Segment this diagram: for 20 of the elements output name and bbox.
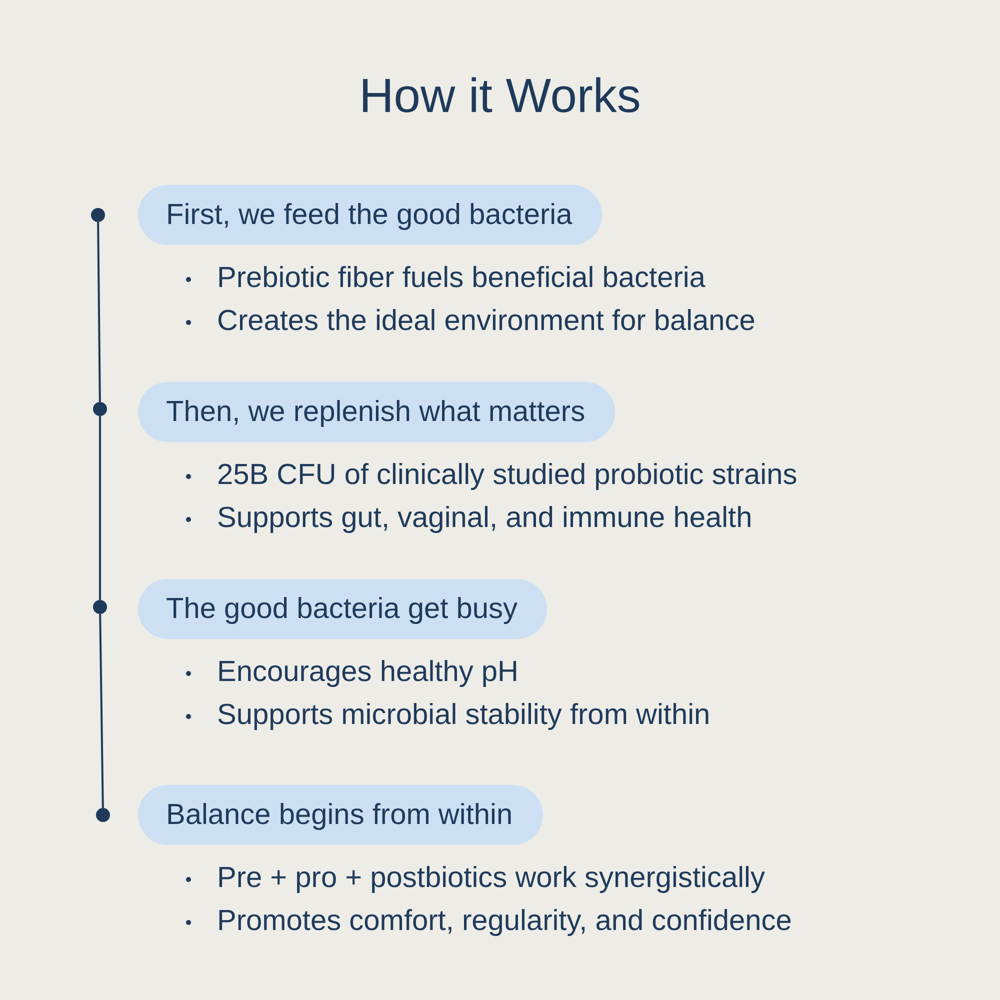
step-heading: Balance begins from within bbox=[138, 785, 543, 845]
timeline-dot bbox=[91, 208, 105, 222]
bullet-item: Supports gut, vaginal, and immune health bbox=[186, 497, 798, 540]
bullet-item: Encourages healthy pH bbox=[186, 651, 710, 694]
bullet-item: Creates the ideal environment for balance bbox=[186, 300, 756, 343]
bullet-item: Supports microbial stability from within bbox=[186, 694, 710, 737]
title: How it Works bbox=[358, 69, 642, 125]
bullet-item: Prebiotic fiber fuels beneficial bacteria bbox=[186, 257, 756, 300]
timeline-dot bbox=[93, 600, 107, 614]
timeline-line bbox=[99, 614, 104, 808]
bullet-item: 25B CFU of clinically studied probiotic strains bbox=[186, 454, 798, 497]
step-heading: The good bacteria get busy bbox=[138, 579, 548, 639]
bullet-item: Pre + pro + postbiotics work synergistically bbox=[186, 857, 792, 900]
timeline-line bbox=[99, 416, 101, 600]
timeline-line bbox=[97, 222, 101, 402]
step-heading: First, we feed the good bacteria bbox=[138, 185, 602, 245]
step-heading: Then, we replenish what matters bbox=[138, 382, 616, 442]
timeline-dot bbox=[96, 808, 110, 822]
bullet-item: Promotes comfort, regularity, and confidence bbox=[186, 900, 792, 943]
timeline-dot bbox=[93, 402, 107, 416]
